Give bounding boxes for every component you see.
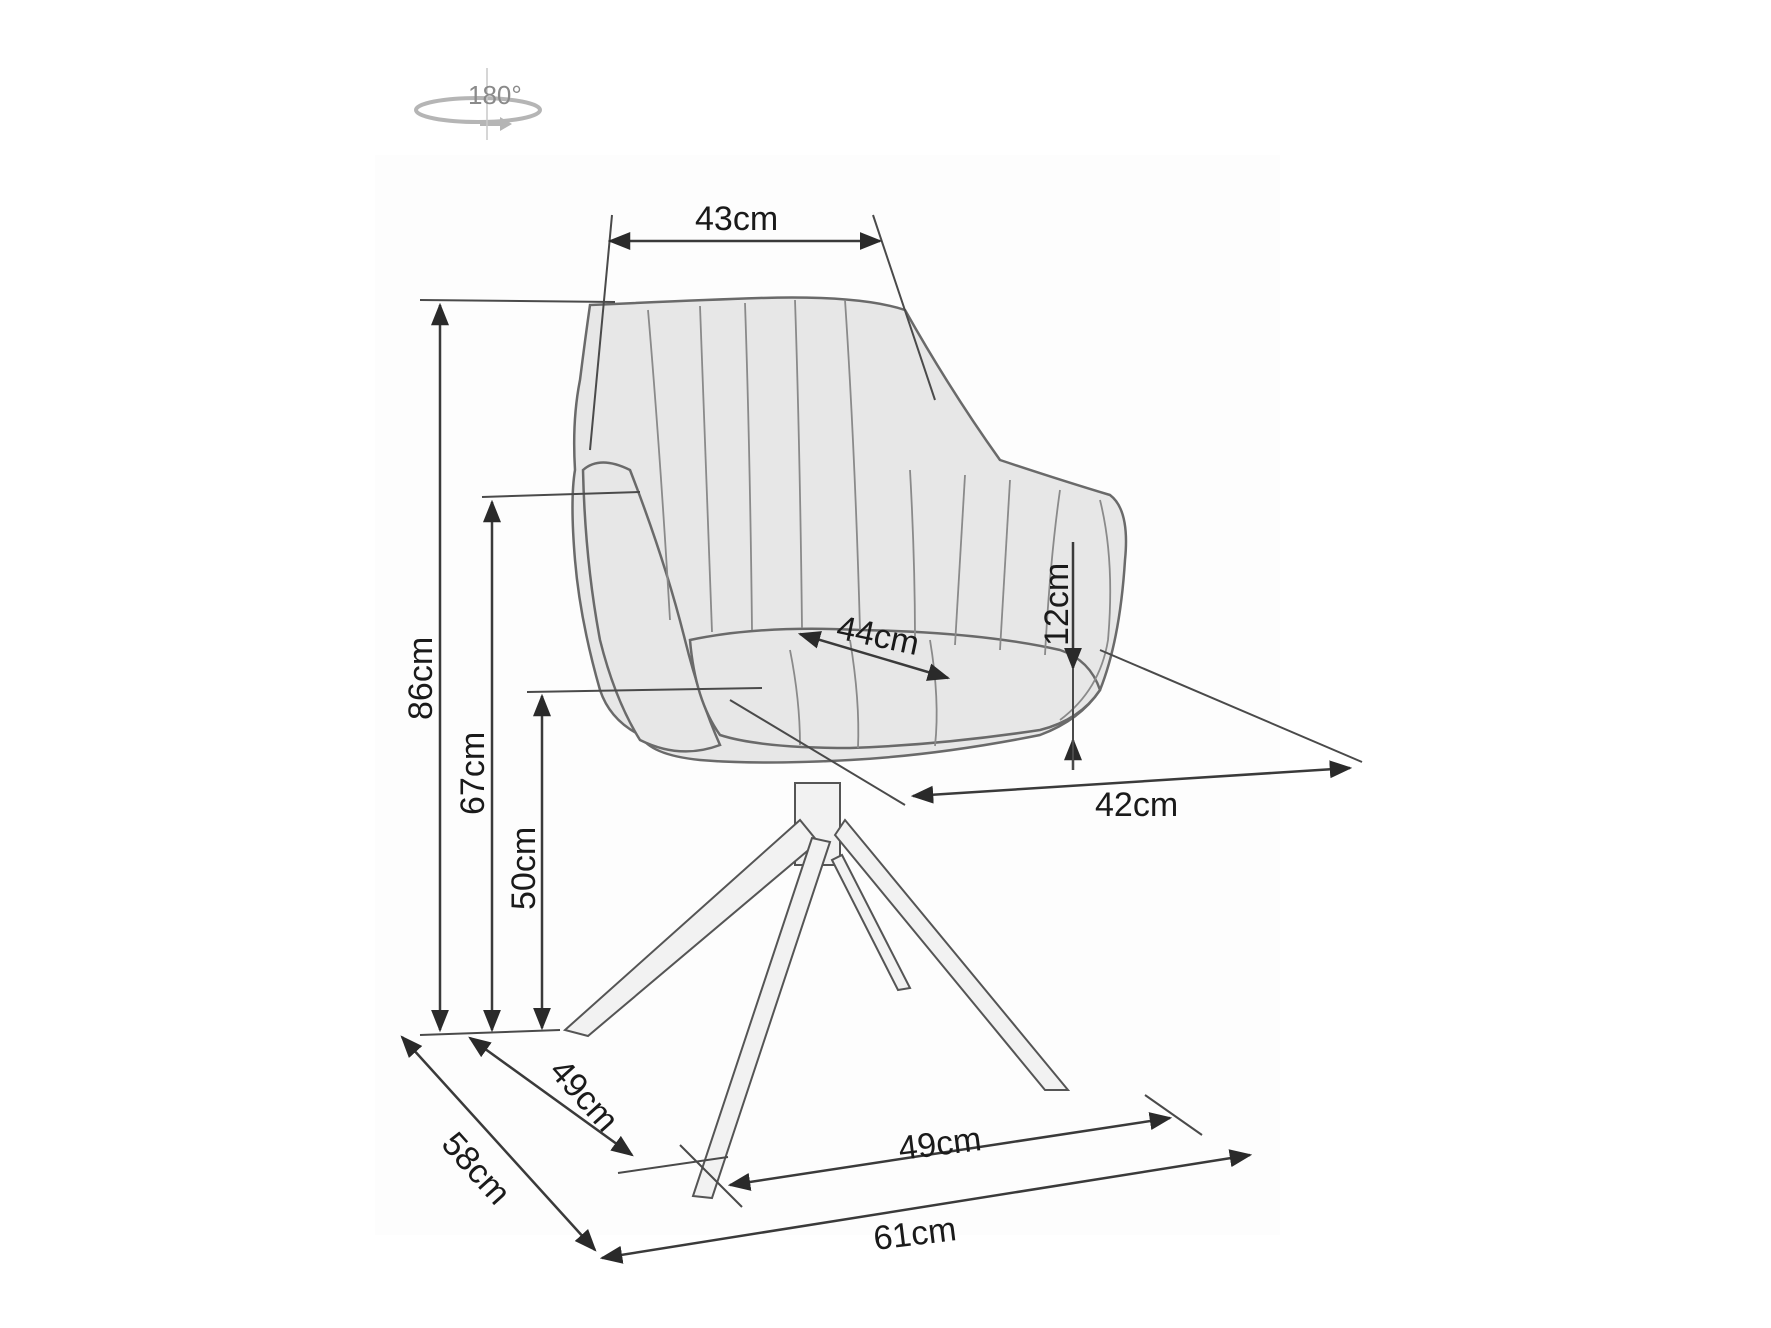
swivel-base: [562, 782, 1071, 1200]
dim-armrest-height: 67cm: [454, 732, 492, 815]
chair-shell: [571, 296, 1128, 764]
dim-armrest-above-seat: 12cm: [1038, 563, 1076, 646]
dim-total-width: 61cm: [871, 1210, 958, 1258]
dim-base-width: 49cm: [896, 1120, 983, 1168]
dim-line-seat-width: [797, 631, 951, 681]
dim-seat-height: 50cm: [505, 827, 543, 910]
dim-line-total-width: [599, 1149, 1253, 1264]
dim-line-base-depth: [468, 1036, 634, 1157]
rotation-label: 180°: [468, 80, 522, 110]
dim-total-depth: 58cm: [434, 1125, 518, 1212]
dim-backrest-width: 43cm: [695, 200, 778, 238]
dim-base-depth: 49cm: [542, 1052, 626, 1139]
dim-seat-depth: 42cm: [1095, 786, 1178, 824]
dim-line-seat-depth: [910, 760, 1353, 804]
dim-total-height: 86cm: [402, 637, 440, 720]
rotate-arrow-icon: [414, 68, 542, 140]
